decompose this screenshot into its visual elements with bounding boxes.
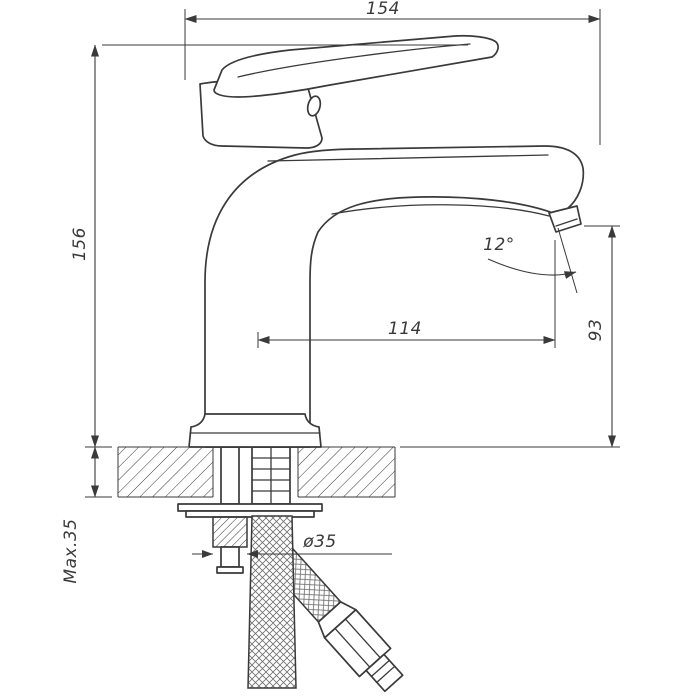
- angled-supply-hose: [255, 532, 404, 693]
- dimension-spout-height: 93: [400, 225, 620, 448]
- hose-tails-detail-lines: [251, 446, 291, 505]
- mounting-stud-lower: [220, 546, 240, 568]
- countertop-section: [117, 446, 396, 498]
- mounting-stud-foot: [216, 566, 244, 574]
- dim-label-spout-height: 93: [586, 319, 606, 342]
- dimension-spout-angle: 12°: [483, 227, 578, 294]
- vertical-supply-hose: [247, 515, 297, 689]
- angle-arc-arrow: [487, 258, 577, 279]
- countertop-outline: [117, 446, 396, 498]
- base-flange: [188, 413, 322, 448]
- dimension-spout-reach: 114: [257, 240, 556, 348]
- angle-reference-line: [557, 227, 578, 294]
- dimension-max-thickness: Max.35: [61, 446, 112, 584]
- fastening-nut: [212, 516, 248, 548]
- body-and-spout-outline: [204, 145, 585, 448]
- mounting-stud-upper: [220, 446, 240, 505]
- connector-nut-flats: [334, 618, 381, 668]
- aerator-face-line: [555, 218, 578, 227]
- spout-underside-accent-line: [331, 204, 550, 217]
- mounting-washer-plate: [177, 503, 323, 512]
- o35-arrow-left: [202, 550, 213, 558]
- dimension-hole-diameter: ø35: [192, 532, 392, 558]
- connector-thread-rings: [370, 659, 396, 684]
- connector-thread-tip: [365, 653, 404, 693]
- dimension-overall-height: 156: [70, 44, 468, 448]
- supply-hoses: [247, 515, 404, 693]
- lever-accent-line: [237, 43, 471, 78]
- mounting-gasket-plate: [185, 510, 315, 518]
- dim-label-max-thickness: Max.35: [61, 518, 81, 583]
- dim-label-spout-angle: 12°: [483, 235, 515, 255]
- faucet-body: [188, 145, 585, 448]
- countertop-hatch-right: [298, 447, 395, 497]
- handle-lever: [213, 34, 499, 98]
- handle-cap-detail: [306, 95, 322, 117]
- dim-label-spout-reach: 114: [388, 319, 422, 339]
- dim-label-hole-diameter: ø35: [302, 532, 337, 552]
- o35-arrow-right: [247, 550, 258, 558]
- dimension-overall-length: 154: [184, 0, 601, 145]
- dim-label-overall-height: 156: [70, 227, 90, 261]
- mounting-hole-walls: [212, 447, 299, 497]
- handle: [199, 34, 499, 149]
- spout-top-accent-line: [267, 154, 549, 162]
- countertop-hatch-left: [118, 447, 213, 497]
- dim-label-overall-length: 154: [366, 0, 400, 19]
